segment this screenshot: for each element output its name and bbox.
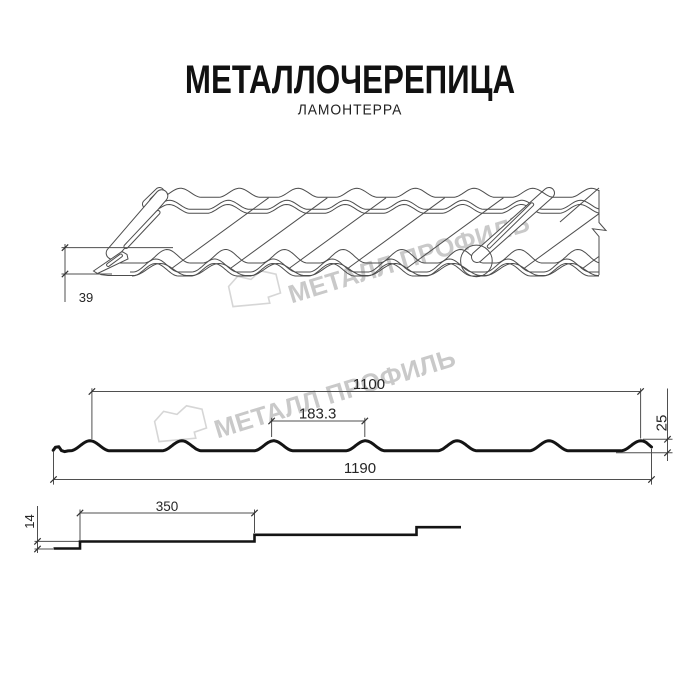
svg-text:1100: 1100 <box>353 376 385 393</box>
svg-text:39: 39 <box>79 290 93 305</box>
svg-text:25: 25 <box>654 415 671 432</box>
svg-text:МЕТАЛЛ ПРОФИЛЬ: МЕТАЛЛ ПРОФИЛЬ <box>211 344 459 444</box>
svg-text:14: 14 <box>22 514 37 528</box>
svg-text:183.3: 183.3 <box>299 406 337 423</box>
svg-text:МЕТАЛЛОЧЕРЕПИЦА: МЕТАЛЛОЧЕРЕПИЦА <box>185 57 515 101</box>
svg-text:1190: 1190 <box>344 460 376 477</box>
svg-text:350: 350 <box>156 499 179 514</box>
svg-text:ЛАМОНТЕРРА: ЛАМОНТЕРРА <box>298 102 403 118</box>
